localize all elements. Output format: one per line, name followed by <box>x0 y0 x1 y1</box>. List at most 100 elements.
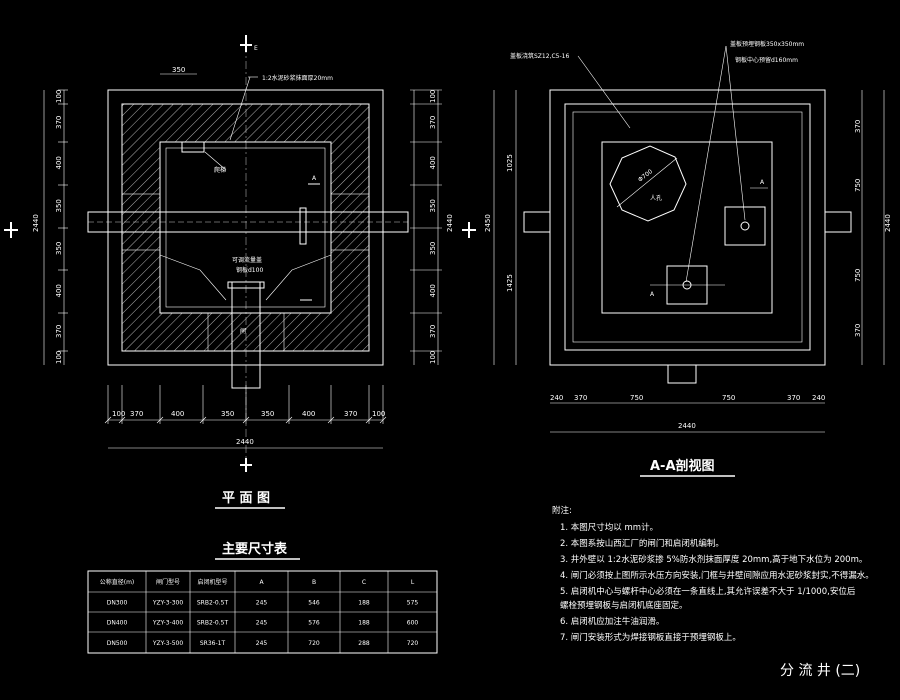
plan-inner-chamber <box>159 141 332 314</box>
pipe-stub-right <box>824 211 852 233</box>
dim-tick <box>365 416 373 424</box>
pipe-stub-left <box>523 211 551 233</box>
table-cell: 575 <box>407 600 419 607</box>
dim-tick <box>242 416 250 424</box>
table-grid <box>88 571 437 653</box>
section-mark-left <box>4 222 18 238</box>
table-cell: 576 <box>308 620 320 627</box>
table-cell: 188 <box>358 620 370 627</box>
table-cell: 720 <box>407 640 419 647</box>
note-item: 6. 启闭机应加注牛油润滑。 <box>560 616 664 627</box>
table-cell: 245 <box>256 600 268 607</box>
note-item: 5. 启闭机中心与螺杆中心必须在一条直线上,其允许误差不大于 1/1000,安位… <box>560 586 856 597</box>
dim-label: 370 <box>429 116 437 129</box>
dim-tick <box>104 416 112 424</box>
ladder-label: 爬梯 <box>214 166 226 174</box>
concrete-block <box>121 193 161 213</box>
dim-label: 350 <box>429 242 437 255</box>
concrete-block <box>330 231 370 251</box>
note-item: 4. 闸门必须按上图所示水压方向安装,门框与井壁间隙应用水泥砂浆封实,不得漏水。 <box>560 570 874 581</box>
dim-label: 370 <box>854 120 862 133</box>
concrete-block <box>330 193 370 213</box>
table-header-cell: 启闭机型号 <box>197 578 227 586</box>
drawing-title: 分 流 井 (二) <box>780 663 860 679</box>
dim-label: 400 <box>55 284 63 297</box>
dim-label: 1425 <box>506 274 514 292</box>
dim-ticks <box>104 385 387 424</box>
plan-title: 平 面 图 <box>222 491 270 506</box>
dim-tick <box>118 416 126 424</box>
table-header-cell: 公称直径(m) <box>100 578 135 586</box>
diameter-line <box>616 157 678 208</box>
table-cell: DN500 <box>107 640 128 647</box>
leader-line <box>725 45 746 221</box>
note-item: 7. 闸门安装形式为焊接钢板直接于预埋钢板上。 <box>560 632 741 643</box>
top-right-label-2: 钢板中心预留d160mm <box>735 56 798 64</box>
dim-tick <box>379 416 387 424</box>
table-cell: 600 <box>407 620 419 627</box>
dim-label: 350 <box>55 242 63 255</box>
pipe-label: 钢板d100 <box>236 266 263 274</box>
cover-label: 可调流量盖 <box>232 256 262 264</box>
flow-line <box>159 254 227 301</box>
dim-label: 240 <box>550 394 563 402</box>
plan-outer-wall <box>107 89 384 366</box>
table-cell: DN400 <box>107 620 128 627</box>
dim-label: 240 <box>812 394 825 402</box>
table-cell: 245 <box>256 620 268 627</box>
dim-label: 350 <box>55 199 63 212</box>
dim-right-total: 2440 <box>884 214 892 232</box>
dim-label: 350 <box>261 410 274 418</box>
concrete-block <box>121 231 161 251</box>
table-cell: YZY-3-500 <box>152 640 184 647</box>
dim-tick <box>199 416 207 424</box>
dim-label: 350 <box>221 410 234 418</box>
section-wall <box>564 103 811 351</box>
section-inner <box>572 111 803 343</box>
a-mark-label: A <box>312 175 317 182</box>
table-cell: DN300 <box>107 600 128 607</box>
table-cell: 188 <box>358 600 370 607</box>
table-cell: 546 <box>308 600 320 607</box>
dim-label: 100 <box>372 410 385 418</box>
dim-side-total: 2440 <box>446 214 454 232</box>
dim-tick <box>285 416 293 424</box>
section-mark-top <box>240 35 252 52</box>
dim-label: 100 <box>112 410 125 418</box>
a-mark-label: A <box>760 179 765 186</box>
notes-heading: 附注: <box>552 505 572 516</box>
dim-label: 370 <box>55 116 63 129</box>
mortar-note-label: 1:2水泥砂浆抹面厚20mm <box>262 74 333 82</box>
dim-left-total: 2450 <box>484 214 492 232</box>
a-mark-label: A <box>650 291 655 298</box>
dim-label: 750 <box>630 394 643 402</box>
table-cell: YZY-3-300 <box>152 600 184 607</box>
leader-line <box>685 45 727 283</box>
embedded-plate <box>724 206 766 246</box>
table-header-cell: C <box>362 579 366 586</box>
plan-inner-line <box>165 147 326 308</box>
leader-line <box>204 151 227 171</box>
section-title: A-A剖视图 <box>650 458 715 474</box>
dim-label: 750 <box>854 179 862 192</box>
table-cell: 720 <box>308 640 320 647</box>
top-left-label: 盖板浇筑SZ12,C5-16 <box>510 52 569 60</box>
table-cell: 288 <box>358 640 370 647</box>
dim-label: 400 <box>429 284 437 297</box>
notes: 附注: 1. 本图尺寸均以 mm计。 2. 本图系按山西汇厂的闸门和启闭机编制。… <box>552 505 874 643</box>
dim-label: 370 <box>574 394 587 402</box>
manhole-label: 人孔 <box>650 194 662 202</box>
dim-label: 370 <box>55 325 63 338</box>
dim-label: 350 <box>429 199 437 212</box>
section-mark-right <box>462 222 476 238</box>
concrete-block <box>259 312 285 352</box>
dim-label: 100 <box>55 351 63 364</box>
gate-label: 闸 <box>240 327 246 335</box>
dim-label: 370 <box>854 324 862 337</box>
top-right-label: 盖板预埋钢板350x350mm <box>730 40 804 48</box>
dim-label: 400 <box>55 156 63 169</box>
dim-tick <box>156 416 164 424</box>
dim-label: 370 <box>429 325 437 338</box>
